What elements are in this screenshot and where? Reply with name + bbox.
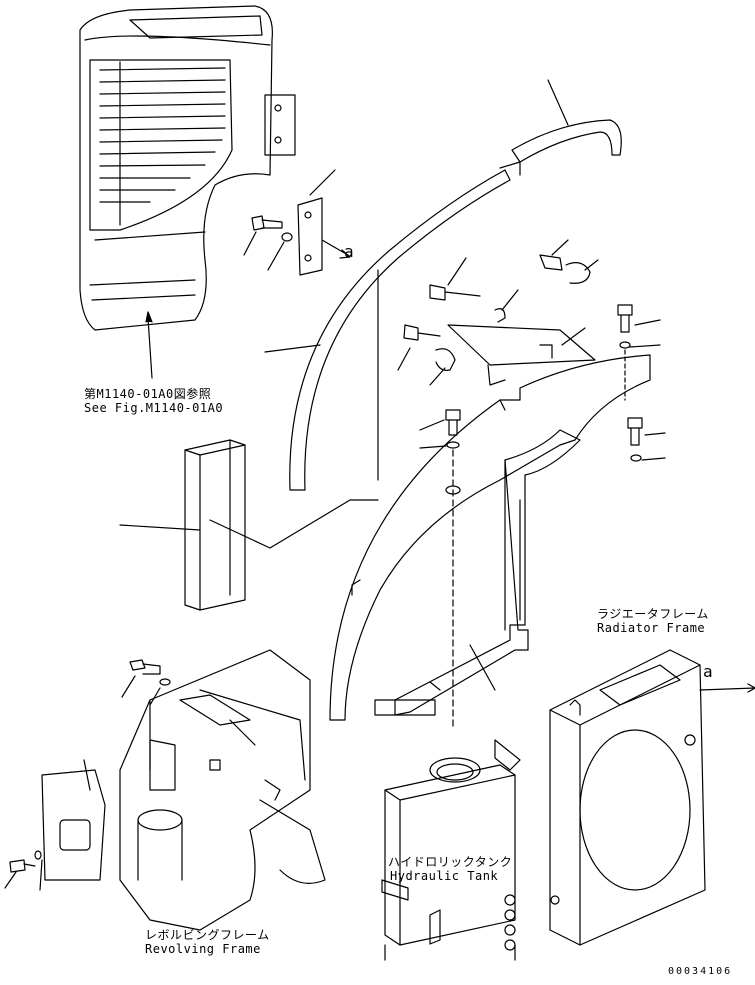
ref-label-jp: 第M1140-01A0図参照 [84, 387, 212, 401]
leader-ref [147, 317, 153, 379]
radiator-label-en: Radiator Frame [597, 621, 706, 635]
revolving-label-en: Revolving Frame [145, 942, 261, 956]
bolt-washer-1 [243, 215, 293, 271]
hydraulic-tank [381, 739, 521, 961]
duct [374, 429, 581, 716]
document-number: 00034106 [668, 966, 733, 977]
arrow-mark-a-top: a [344, 242, 355, 261]
top-seal [511, 79, 622, 163]
hydraulic-label-en: Hydraulic Tank [390, 869, 499, 883]
revolving-frame [119, 649, 326, 931]
side-cover [79, 5, 296, 331]
cover-plate [329, 354, 651, 721]
center-bolt [419, 409, 461, 731]
small-side-cover [4, 759, 106, 891]
revolving-label-jp: レボルビングフレーム [145, 928, 270, 942]
clamp-group [397, 239, 599, 386]
right-bolts [617, 304, 666, 462]
hydraulic-label-jp: ハイドロリックタンク [388, 855, 513, 869]
cover-bracket [297, 169, 351, 276]
radiator-label-jp: ラジエータフレーム [597, 607, 709, 621]
foam-block [119, 439, 246, 611]
ref-label-en: See Fig.M1140-01A0 [84, 401, 224, 415]
radiator-frame [549, 649, 755, 946]
arrow-mark-a-right: a [703, 662, 714, 681]
frame-bolts [121, 659, 171, 706]
